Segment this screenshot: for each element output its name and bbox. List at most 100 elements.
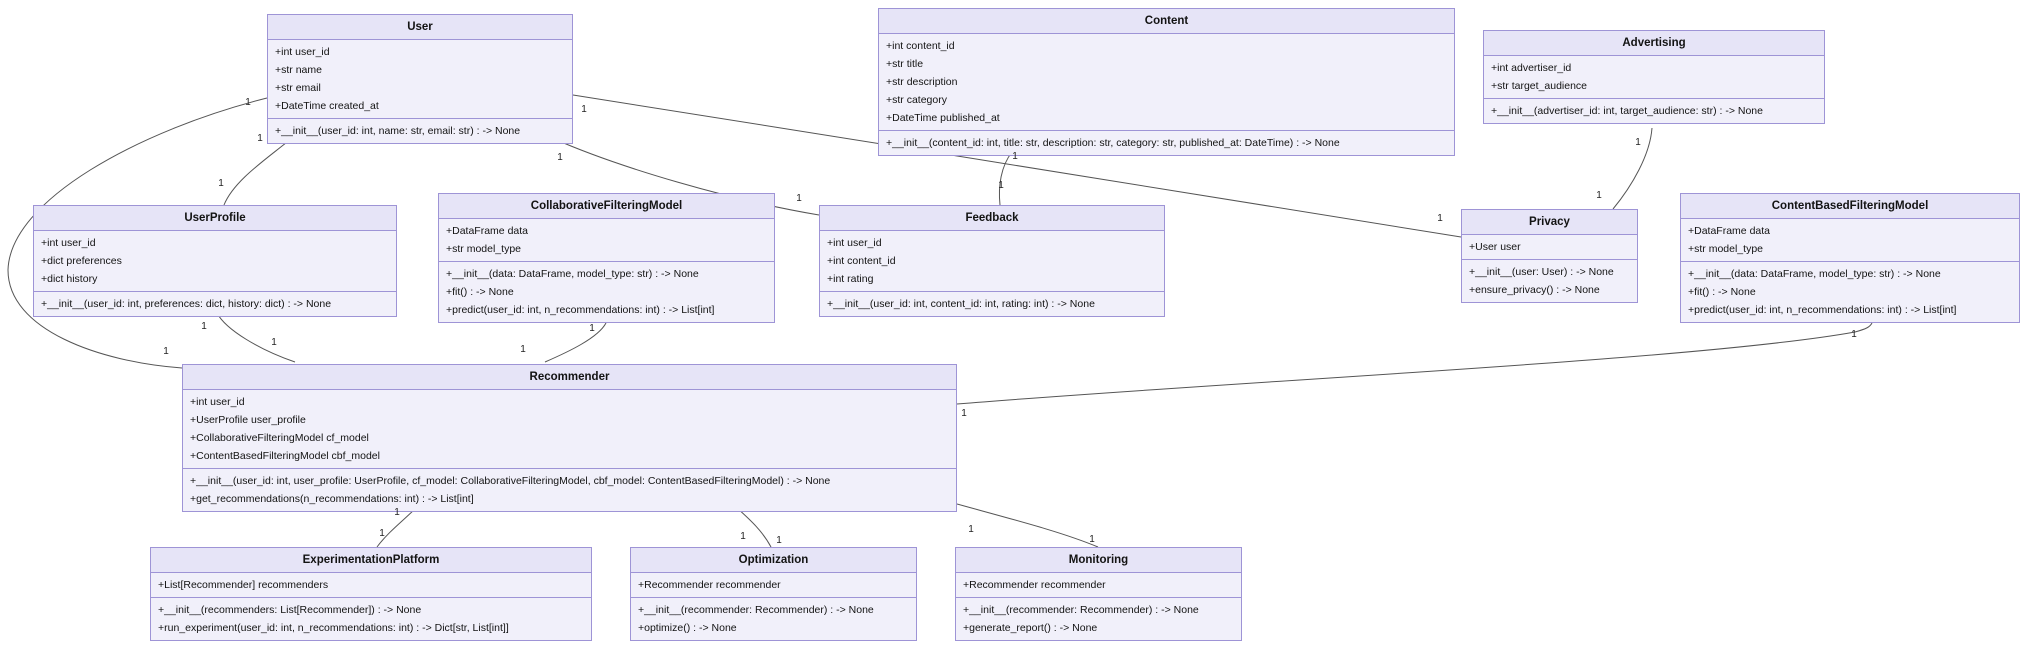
- class-method: +__init__(recommender: Recommender) : ->…: [638, 604, 874, 616]
- multiplicity-label: 1: [257, 133, 263, 144]
- class-methods-section: +__init__(content_id: int, title: str, d…: [879, 130, 1454, 155]
- class-attribute: +UserProfile user_profile: [190, 414, 306, 426]
- class-title: UserProfile: [34, 206, 396, 231]
- class-title: User: [268, 15, 572, 40]
- relationship-edge-content-feedback: [998, 151, 1013, 206]
- class-methods-section: +__init__(advertiser_id: int, target_aud…: [1484, 98, 1824, 123]
- relationship-edge-collaborativefilteringmodel-recommender: [544, 322, 607, 363]
- multiplicity-label: 1: [245, 97, 251, 108]
- multiplicity-label: 1: [218, 178, 224, 189]
- class-feedback: Feedback +int user_id +int content_id +int …: [819, 205, 1165, 317]
- multiplicity-label: 1: [1437, 213, 1443, 224]
- multiplicity-label: 1: [163, 346, 169, 357]
- class-method: +__init__(user: User) : -> None: [1469, 266, 1614, 278]
- class-title: ExperimentationPlatform: [151, 548, 591, 573]
- relationship-edge-advertising-privacy: [1612, 127, 1653, 210]
- class-privacy: Privacy+User user+__init__(user: User) :…: [1461, 209, 1638, 303]
- class-user: User+int user_id+str name+str email+Date…: [267, 14, 573, 144]
- class-methods-section: +__init__(recommender: Recommender) : ->…: [631, 597, 916, 640]
- class-method: +__init__(user_id: int, name: str, email…: [275, 125, 521, 137]
- relationship-edge-user-feedback: [551, 137, 820, 216]
- class-attributes-section: +int advertiser_id+str target_audience: [1484, 56, 1824, 98]
- class-attribute: +int user_id: [41, 237, 96, 249]
- class-attributes-section: +Recommender recommender: [631, 573, 916, 597]
- class-attribute: +int content_id: [886, 40, 955, 52]
- class-method: +__init__(advertiser_id: int, target_aud…: [1491, 105, 1763, 117]
- class-attribute: +str model_type: [1688, 243, 1763, 255]
- class-method: +__init__(content_id: int, title: str, d…: [886, 137, 1340, 149]
- class-title: Optimization: [631, 548, 916, 573]
- multiplicity-label: 1: [1635, 137, 1641, 148]
- class-attribute: +int user_id: [190, 396, 245, 408]
- class-attribute: +str model_type: [446, 243, 521, 255]
- class-attribute: +int user_id: [275, 46, 330, 58]
- multiplicity-label: 1: [581, 104, 587, 115]
- class-methods-section: +__init__(recommender: Recommender) : ->…: [956, 597, 1241, 640]
- class-attribute: +str description: [886, 76, 958, 88]
- multiplicity-label: 1: [557, 152, 563, 163]
- class-method: +predict(user_id: int, n_recommendations…: [1688, 304, 1957, 316]
- class-method: +fit() : -> None: [1688, 286, 1756, 298]
- class-attribute: +int content_id: [827, 255, 896, 267]
- multiplicity-label: 1: [1089, 534, 1095, 545]
- class-attributes-section: +int user_id +UserProfile user_profile +Co…: [183, 390, 956, 468]
- class-contentbasedfilteringmodel: ContentBasedFilteringModel+DataFrame dat…: [1680, 193, 2020, 323]
- multiplicity-label: 1: [1596, 190, 1602, 201]
- class-method: +__init__(user_id: int, content_id: int,…: [827, 298, 1095, 310]
- class-methods-section: +__init__(user_id: int, name: str, email…: [268, 118, 572, 143]
- class-title: Feedback: [820, 206, 1164, 231]
- class-attributes-section: +DataFrame data +str model_type: [1681, 219, 2019, 261]
- class-attributes-section: +Recommender recommender: [956, 573, 1241, 597]
- multiplicity-label: 1: [589, 323, 595, 334]
- class-methods-section: +__init__(user_id: int, content_id: int,…: [820, 291, 1164, 316]
- multiplicity-label: 1: [796, 193, 802, 204]
- class-methods-section: +__init__(user: User) : -> None +ensure_p…: [1462, 259, 1637, 302]
- multiplicity-label: 1: [968, 524, 974, 535]
- relationship-edge-recommender-monitoring: [956, 503, 1099, 548]
- relationship-edge-recommender-contentbasedfilteringmodel: [956, 322, 1873, 405]
- class-method: +__init__(user_id: int, user_profile: Us…: [190, 475, 831, 487]
- class-methods-section: +__init__(recommenders: List[Recommender…: [151, 597, 591, 640]
- class-experimentationplatform: ExperimentationPlatform +List[Recommender…: [150, 547, 592, 641]
- class-attribute: +int user_id: [827, 237, 882, 249]
- class-title: Content: [879, 9, 1454, 34]
- class-method: +__init__(user_id: int, preferences: dic…: [41, 298, 332, 310]
- class-methods-section: +__init__(data: DataFrame, model_type: s…: [439, 261, 774, 322]
- class-attribute: +int advertiser_id: [1491, 62, 1572, 74]
- class-content: Content+int content_id+str title+str des…: [878, 8, 1455, 156]
- class-attribute: +List[Recommender] recommenders: [158, 579, 329, 591]
- class-attribute: +dict history: [41, 273, 98, 285]
- multiplicity-label: 1: [1012, 151, 1018, 162]
- class-attribute: +ContentBasedFilteringModel cbf_model: [190, 450, 380, 462]
- relationship-edge-user-recommender: [7, 97, 268, 369]
- class-method: +ensure_privacy() : -> None: [1469, 284, 1600, 296]
- class-method: +__init__(recommender: Recommender) : ->…: [963, 604, 1199, 616]
- relationship-edge-user-userprofile: [223, 137, 293, 206]
- class-optimization: Optimization +Recommender recommender +__i…: [630, 547, 917, 641]
- class-attribute: +int rating: [827, 273, 874, 285]
- class-attributes-section: +DataFrame data+str model_type: [439, 219, 774, 261]
- multiplicity-label: 1: [201, 321, 207, 332]
- class-attribute: +DataFrame data: [1688, 225, 1771, 237]
- class-attribute: +DateTime published_at: [886, 112, 1000, 124]
- class-attributes-section: +int content_id+str title+str descriptio…: [879, 34, 1454, 130]
- class-title: ContentBasedFilteringModel: [1681, 194, 2019, 219]
- multiplicity-label: 1: [520, 344, 526, 355]
- class-attribute: +str name: [275, 64, 322, 76]
- class-recommender: Recommender+int user_id+UserProfile user…: [182, 364, 957, 512]
- class-attribute: +CollaborativeFilteringModel cf_model: [190, 432, 369, 444]
- class-method: +__init__(recommenders: List[Recommender…: [158, 604, 422, 616]
- class-attributes-section: +int user_id +dict preferences +dict histo…: [34, 231, 396, 291]
- class-advertising: Advertising+int advertiser_id+str target…: [1483, 30, 1825, 124]
- class-methods-section: +__init__(user_id: int, user_profile: Us…: [183, 468, 956, 511]
- class-attribute: +Recommender recommender: [638, 579, 781, 591]
- class-attribute: +Recommender recommender: [963, 579, 1106, 591]
- multiplicity-label: 1: [961, 408, 967, 419]
- class-title: CollaborativeFilteringModel: [439, 194, 774, 219]
- class-method: +get_recommendations(n_recommendations: …: [190, 493, 474, 505]
- class-method: +generate_report() : -> None: [963, 622, 1098, 634]
- class-methods-section: +__init__(user_id: int, preferences: dic…: [34, 291, 396, 316]
- class-attribute: +dict preferences: [41, 255, 122, 267]
- multiplicity-label: 1: [271, 337, 277, 348]
